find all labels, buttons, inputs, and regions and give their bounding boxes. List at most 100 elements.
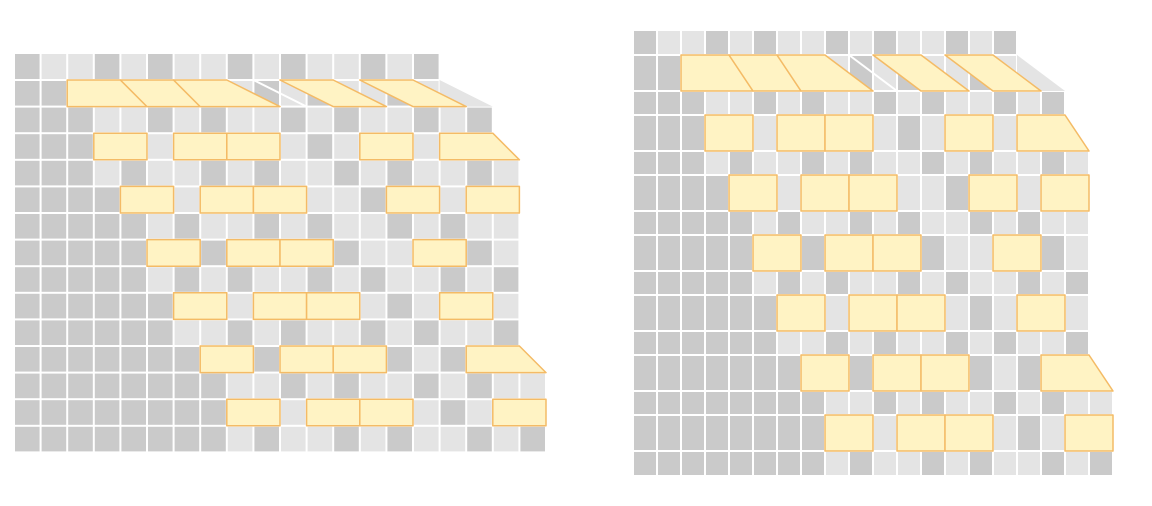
grid-cell [850,92,872,114]
grid-cell [754,212,776,234]
grid-cell [898,392,920,414]
schedule-block [438,292,494,321]
grid-cell [682,356,704,390]
grid-cell [850,392,872,414]
grid-cell [922,92,944,114]
grid-cell [360,267,386,292]
grid-cell [15,214,40,239]
grid-cell [174,267,200,292]
grid-cell [994,332,1016,354]
grid-cell [898,152,920,174]
schedule-block [172,292,228,321]
grid-cell [682,116,704,150]
grid-cell [1018,176,1040,210]
grid-cell [994,31,1016,54]
grid-cell [387,267,412,292]
grid-cell [414,160,439,186]
grid-cell [121,267,146,292]
grid-cell [826,152,848,174]
grid-cell [334,267,359,292]
grid-cell [658,152,680,174]
grid-cell [730,272,752,294]
schedule-block [776,54,874,92]
grid-cell [148,320,173,345]
grid-cell [658,31,680,54]
grid-cell [148,293,173,319]
grid-cell [802,236,824,270]
grid-cell [634,332,656,354]
grid-cell [922,392,944,414]
schedule-block [824,414,874,452]
grid-cell [227,320,253,345]
grid-cell [754,116,776,150]
grid-cell [658,176,680,210]
grid-cell [174,187,200,212]
grid-cell [467,214,492,239]
grid-cell [1018,332,1040,354]
grid-cell [281,160,306,186]
grid-cell [94,426,120,452]
grid-cell [254,107,279,133]
grid-cell [387,347,412,372]
grid-cell [1042,152,1064,174]
grid-cell [174,400,200,425]
grid-cell [850,356,872,390]
schedule-block [252,185,308,214]
grid-cell [174,320,200,345]
schedule-block [704,114,754,152]
grid-cell [227,267,253,292]
schedule-block [776,114,826,152]
grid-cell [467,426,492,452]
diagonal-separator [252,79,308,108]
grid-cell [520,426,545,452]
grid-cell [754,452,776,475]
grid-cell [970,152,992,174]
grid-cell [227,54,253,79]
grid-cell [68,400,93,425]
grid-cell [227,426,253,452]
grid-cell [1066,212,1088,234]
grid-cell [922,212,944,234]
grid-cell [778,452,800,475]
schedule-block [279,79,388,108]
grid-cell [1042,392,1064,414]
grid-cell [387,293,412,319]
grid-cell [754,332,776,354]
grid-cell [387,107,412,133]
grid-cell [307,134,333,159]
grid-cell [15,347,40,372]
grid-cell [360,240,386,266]
grid-cell [94,320,120,345]
grid-cell [634,236,656,270]
grid-cell [94,373,120,399]
grid-cell [387,54,412,79]
grid-cell [682,92,704,114]
grid-cell [946,392,968,414]
grid-cell [706,416,728,450]
grid-cell [1018,416,1040,450]
grid-cell [898,212,920,234]
grid-cell [68,293,93,319]
grid-cell [874,416,896,450]
grid-cell [634,212,656,234]
grid-cell [754,152,776,174]
grid-cell [148,373,173,399]
grid-cell [922,452,944,475]
grid-cell [307,187,333,212]
grid-cell [682,296,704,330]
grid-cell [1042,452,1064,475]
grid-cell [922,31,944,54]
grid-cell [658,212,680,234]
grid-cell [874,116,896,150]
schedule-block [385,185,441,214]
grid-cell [334,160,359,186]
grid-cell [174,426,200,452]
grid-cell [440,160,466,186]
grid-cell [946,152,968,174]
grid-cell [922,332,944,354]
grid-cell [970,356,992,390]
grid-cell [946,296,968,330]
grid-cell [360,293,386,319]
grid-cell [440,400,466,425]
